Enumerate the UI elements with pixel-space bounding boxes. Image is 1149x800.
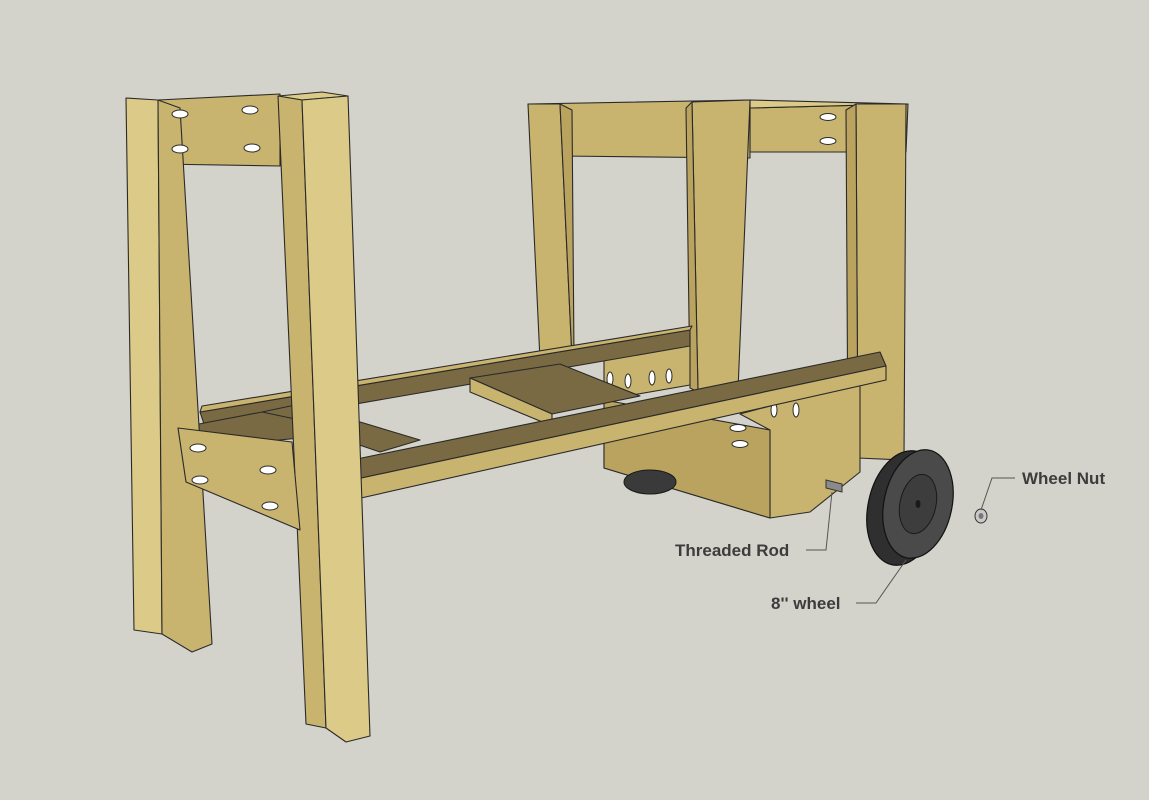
middle-end-frame xyxy=(527,99,751,393)
threaded-rod-label: Threaded Rod xyxy=(675,541,789,560)
wheel-label: 8'' wheel xyxy=(771,594,841,613)
threaded-rod-leader xyxy=(806,491,833,551)
wheel-leader xyxy=(856,559,907,604)
bolt-hole xyxy=(819,137,837,145)
threaded-rod xyxy=(825,479,843,493)
front-wheel xyxy=(866,449,954,566)
wheel-nut xyxy=(974,508,988,524)
bolt-hole xyxy=(819,113,837,121)
rear-wheel xyxy=(623,469,677,495)
wheel-nut-label: Wheel Nut xyxy=(1022,469,1105,488)
front-left-end-frame xyxy=(125,91,371,743)
wheel-nut-leader xyxy=(980,477,1015,511)
